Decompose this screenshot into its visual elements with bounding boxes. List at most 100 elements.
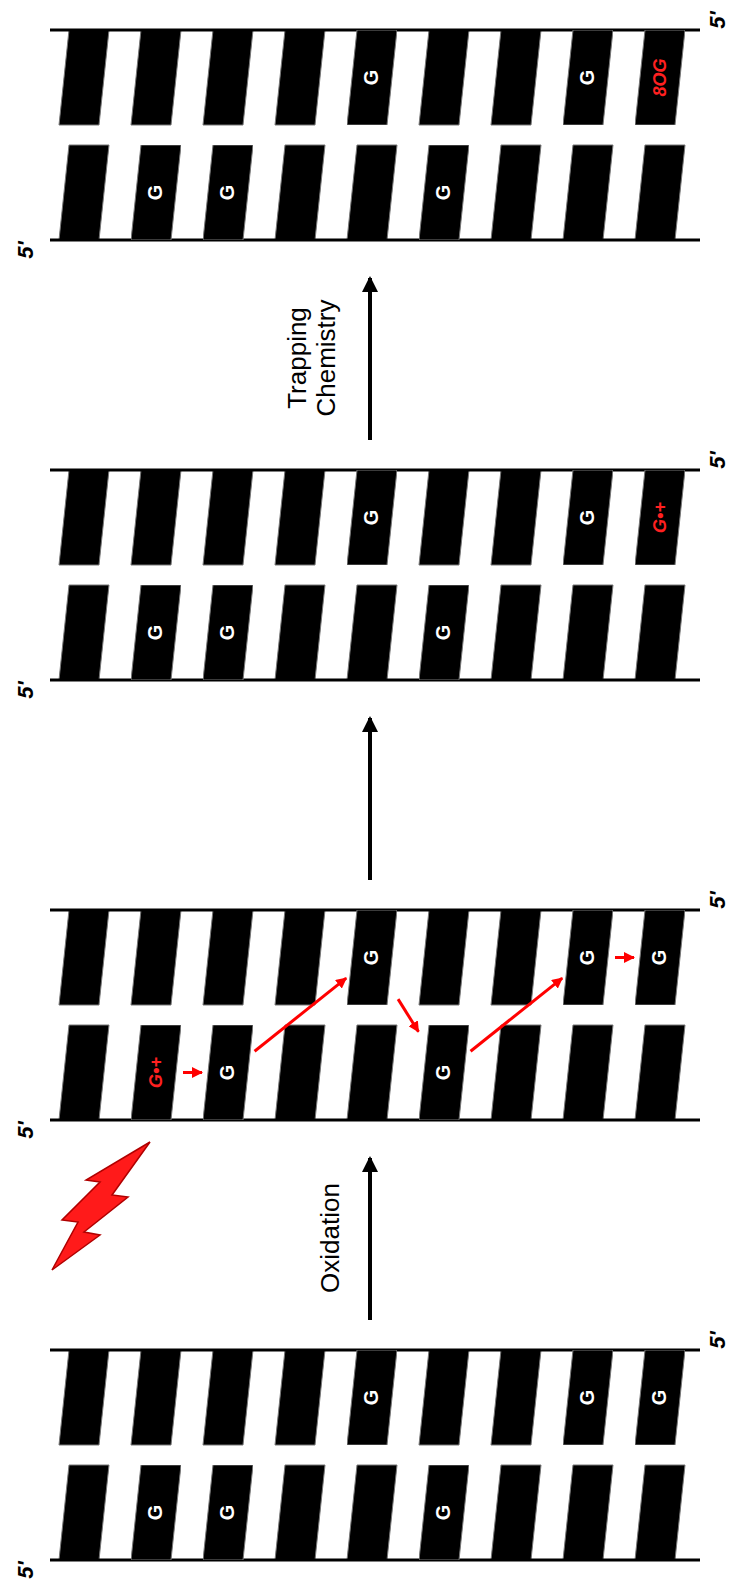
base-block <box>563 1025 613 1120</box>
base-shape <box>419 1025 469 1120</box>
base-block <box>419 30 469 125</box>
base-block: G•+ <box>131 1025 181 1120</box>
base-block <box>275 30 325 125</box>
base-block: G•+ <box>635 470 685 565</box>
base-shape <box>131 145 181 240</box>
base-label-holder: G•+ <box>131 1025 181 1120</box>
base-label: G <box>577 510 600 526</box>
base-shape <box>635 470 685 565</box>
base-label: G <box>433 1065 456 1081</box>
base-shape <box>347 1350 397 1445</box>
step-label: Oxidation <box>316 1183 345 1293</box>
base-shape <box>347 910 397 1005</box>
base-block <box>59 910 109 1005</box>
base-label-holder: G <box>563 30 613 125</box>
base-block: G <box>131 585 181 680</box>
base-block: G <box>203 1465 253 1560</box>
base-label-holder: G <box>347 1350 397 1445</box>
base-block <box>59 470 109 565</box>
base-shape <box>347 30 397 125</box>
base-label-holder: G <box>131 1465 181 1560</box>
base-block: G <box>563 470 613 565</box>
base-label-holder: G <box>203 1465 253 1560</box>
base-block <box>275 470 325 565</box>
base-label-holder: G <box>419 1025 469 1120</box>
base-label: G <box>433 625 456 641</box>
base-label-holder: G <box>203 145 253 240</box>
base-label: G <box>361 950 384 966</box>
strand-end-label: 5' <box>706 1331 730 1348</box>
strand-end-label: 5' <box>14 241 38 258</box>
base-label-holder: G <box>563 910 613 1005</box>
dna-ladders <box>50 30 700 1560</box>
base-shape <box>131 585 181 680</box>
base-block <box>131 470 181 565</box>
base-block: G <box>347 30 397 125</box>
base-shape <box>347 470 397 565</box>
strand-end-label: 5' <box>706 451 730 468</box>
base-block: G <box>347 1350 397 1445</box>
base-label: G <box>145 185 168 201</box>
base-label: G <box>649 950 672 966</box>
base-block <box>347 1025 397 1120</box>
base-shape <box>635 30 685 125</box>
base-label: G <box>217 1065 240 1081</box>
base-block <box>491 1465 541 1560</box>
base-block <box>275 1465 325 1560</box>
base-block <box>275 1025 325 1120</box>
base-shape <box>563 470 613 565</box>
base-block <box>419 470 469 565</box>
base-block <box>347 1465 397 1560</box>
base-label: G <box>217 1505 240 1521</box>
base-label: G <box>577 950 600 966</box>
hole-hop-arrow <box>615 956 634 959</box>
base-block <box>635 1465 685 1560</box>
base-block: G <box>419 1465 469 1560</box>
base-block: G <box>635 1350 685 1445</box>
base-label: G <box>433 1505 456 1521</box>
base-block: G <box>563 1350 613 1445</box>
strand-end-label: 5' <box>706 11 730 28</box>
base-shape <box>203 145 253 240</box>
base-block <box>635 585 685 680</box>
base-block: G <box>347 910 397 1005</box>
base-label: G <box>433 185 456 201</box>
base-block: 8OG <box>635 30 685 125</box>
base-block <box>275 585 325 680</box>
base-label-holder: G•+ <box>635 470 685 565</box>
base-shape <box>419 585 469 680</box>
base-label-holder: G <box>203 1025 253 1120</box>
base-label-holder: G <box>563 470 613 565</box>
base-shape <box>203 1025 253 1120</box>
base-block <box>131 1350 181 1445</box>
base-block <box>563 145 613 240</box>
base-label-holder: G <box>419 145 469 240</box>
base-block <box>275 1350 325 1445</box>
base-label: G <box>361 510 384 526</box>
base-shape <box>419 1465 469 1560</box>
base-label-holder: G <box>347 910 397 1005</box>
base-label-holder: 8OG <box>635 30 685 125</box>
base-block <box>59 1025 109 1120</box>
base-block <box>347 585 397 680</box>
hole-hop-arrow <box>471 978 563 1051</box>
base-label: G <box>145 625 168 641</box>
base-label: G <box>577 70 600 86</box>
base-block <box>131 30 181 125</box>
base-block <box>275 910 325 1005</box>
base-block <box>635 1025 685 1120</box>
base-block <box>491 1350 541 1445</box>
base-label-holder: G <box>347 470 397 565</box>
base-block: G <box>203 1025 253 1120</box>
base-block <box>563 585 613 680</box>
base-block <box>491 145 541 240</box>
base-shape <box>203 1465 253 1560</box>
base-block <box>347 145 397 240</box>
base-block <box>203 470 253 565</box>
strand-end-label: 5' <box>14 681 38 698</box>
base-block <box>59 30 109 125</box>
strand-end-label: 5' <box>14 1121 38 1138</box>
base-label-holder: G <box>635 1350 685 1445</box>
base-label-holder: G <box>635 910 685 1005</box>
hole-hop-arrow <box>398 999 418 1032</box>
